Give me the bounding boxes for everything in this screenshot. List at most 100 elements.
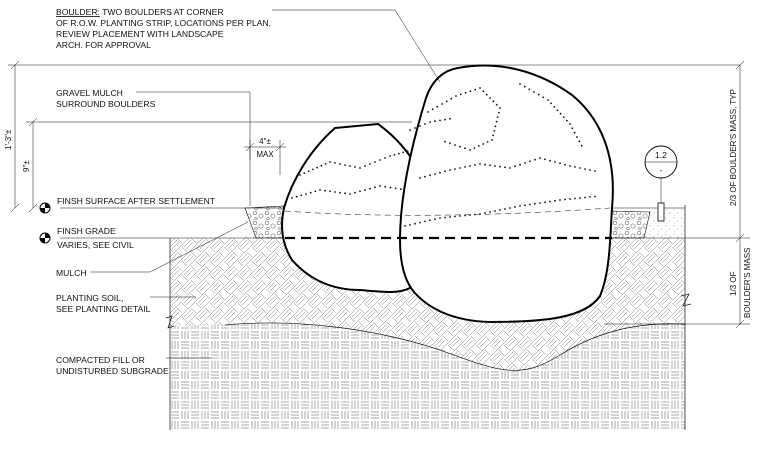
boulder-texture-dot: [329, 190, 331, 193]
mass-upper-label: 2/3 OF BOULDER'S MASS, TYP: [729, 89, 738, 206]
boulder-texture-dot: [554, 161, 556, 163]
boulder-texture-dot: [429, 174, 431, 177]
boulder-texture-dot: [569, 165, 571, 167]
boulder-texture-dot: [397, 152, 400, 155]
mass-lower-line-2: BOULDER'S MASS: [743, 248, 752, 318]
boulder-texture-dot: [364, 165, 366, 167]
boulder-texture-dot: [498, 111, 500, 114]
boulder-texture-dot: [559, 162, 561, 165]
boulder-texture-dot: [439, 119, 441, 122]
callout-compacted-fill: COMPACTED FILL OR UNDISTURBED SUBGRADE: [56, 355, 212, 376]
boulder-texture-dot: [399, 188, 402, 191]
boulder-texture-dot: [434, 120, 436, 123]
boulder-texture-dot: [389, 155, 391, 157]
boulder-texture-dot: [334, 162, 336, 164]
boulder-texture-dot: [419, 125, 421, 127]
boulders: [281, 64, 614, 324]
callout-gravel: GRAVEL MULCH SURROUND BOULDERS: [56, 88, 251, 206]
boulder-texture-dot: [493, 130, 496, 132]
boulder-texture-dot: [439, 171, 441, 174]
boulder-texture-dot: [499, 165, 501, 168]
boulder-texture-dot: [424, 175, 426, 178]
boulder-leader: [272, 9, 441, 83]
gravel-callout-line-2: SURROUND BOULDERS: [56, 99, 156, 109]
boulder-texture-dot: [509, 207, 511, 209]
boulder-texture-dot: [424, 123, 426, 125]
boulder-texture-dot: [464, 166, 466, 168]
boulder-texture-dot: [444, 118, 446, 121]
finish-grade-marker-icon: [39, 232, 51, 244]
height-total-label: 1'-3"±: [4, 129, 13, 150]
compacted-fill-line-1: COMPACTED FILL OR: [56, 355, 145, 365]
boulder-texture-dot: [549, 159, 551, 162]
boulder-texture-dot: [553, 106, 556, 108]
boulder-texture-dot: [444, 216, 446, 219]
boulder-texture-dot: [549, 200, 551, 203]
boulder-texture-dot: [459, 215, 461, 217]
boulder-texture-dot: [559, 199, 561, 201]
boulder-texture-dot: [374, 186, 376, 189]
dimension-mass-split: 2/3 OF BOULDER'S MASS, TYP 1/3 OF BOULDE…: [604, 60, 752, 329]
boulder-texture-dot: [393, 153, 396, 156]
boulder-texture-dot: [485, 93, 488, 96]
boulder-texture-dot: [436, 105, 439, 108]
boulder-texture-dot: [580, 144, 583, 147]
compacted-fill-line-2: UNDISTURBED SUBGRADE: [56, 366, 169, 376]
finish-surface-label: FINSH SURFACE AFTER SETTLEMENT: [57, 196, 216, 206]
dimension-gravel-gap: 4"± MAX: [244, 137, 286, 175]
boulder-texture-dot: [474, 213, 476, 216]
boulder-texture-dot: [514, 206, 516, 208]
boulder-texture-dot: [594, 170, 596, 172]
boulder-callout-line-3: REVIEW PLACEMENT WITH LANDSCAPE: [56, 29, 224, 39]
boulder-texture-dot: [495, 120, 498, 123]
boulder-texture-dot: [494, 125, 497, 128]
boulder-texture-dot: [504, 166, 506, 169]
height-inner-label: 9"±: [22, 160, 31, 172]
boulder-texture-dot: [314, 190, 317, 193]
boulder-texture-dot: [379, 159, 381, 161]
boulder-texture-dot: [514, 165, 516, 168]
boulder-texture-dot: [492, 134, 494, 137]
gap-top-label: 4"±: [259, 137, 271, 146]
boulder-texture-dot: [496, 116, 499, 118]
boulder-texture-dot: [524, 204, 526, 207]
planting-soil-line-1: PLANTING SOIL,: [56, 293, 123, 303]
boulder-callout-key: BOULDER:: [56, 7, 100, 17]
callout-finish-surface: FINSH SURFACE AFTER SETTLEMENT: [39, 196, 216, 214]
boulder-texture-dot: [349, 193, 351, 195]
boulder-texture-dot: [569, 123, 571, 125]
boulder-texture-dot: [573, 131, 576, 134]
boulder-texture-dot: [559, 112, 562, 115]
boulder-texture-dot: [449, 142, 451, 145]
boulder-texture-dot: [316, 166, 318, 169]
boulder-texture-dot: [354, 166, 356, 168]
boulder-texture-dot: [564, 198, 566, 201]
boulder-texture-dot: [523, 85, 526, 88]
boulder-texture-dot: [566, 119, 568, 122]
boulder-texture-dot: [528, 88, 531, 91]
boulder-texture-dot: [291, 197, 293, 199]
boulder-texture-dot: [427, 111, 429, 113]
boulder-texture-dot: [344, 164, 346, 166]
boulder-texture-dot: [359, 167, 361, 169]
boulder-texture-dot: [349, 165, 351, 167]
boulder-texture-dot: [529, 203, 531, 206]
boulder-texture-dot: [339, 163, 341, 165]
boulder-texture-dot: [576, 136, 578, 138]
boulder-texture-dot: [454, 215, 456, 218]
boulder-callout-line-1: TWO BOULDERS AT CORNER: [100, 7, 224, 17]
gap-bottom-label: MAX: [256, 150, 274, 159]
boulder-texture-dot: [344, 192, 346, 195]
boulder-texture-dot: [434, 218, 436, 221]
boulder-texture-dot: [444, 170, 446, 173]
boulder-texture-dot: [571, 127, 574, 130]
boulder-texture-dot: [469, 165, 471, 167]
callout-planting-soil: PLANTING SOIL, SEE PLANTING DETAIL: [56, 293, 196, 314]
boulder-texture-dot: [519, 83, 521, 85]
boulder-texture-dot: [469, 214, 471, 216]
boulder-texture-dot: [445, 100, 448, 103]
boulder-texture-dot: [429, 121, 431, 123]
boulder-texture-dot: [441, 103, 443, 105]
gravel-callout-line-1: GRAVEL MULCH: [56, 88, 123, 98]
boulder-texture-dot: [459, 145, 461, 148]
